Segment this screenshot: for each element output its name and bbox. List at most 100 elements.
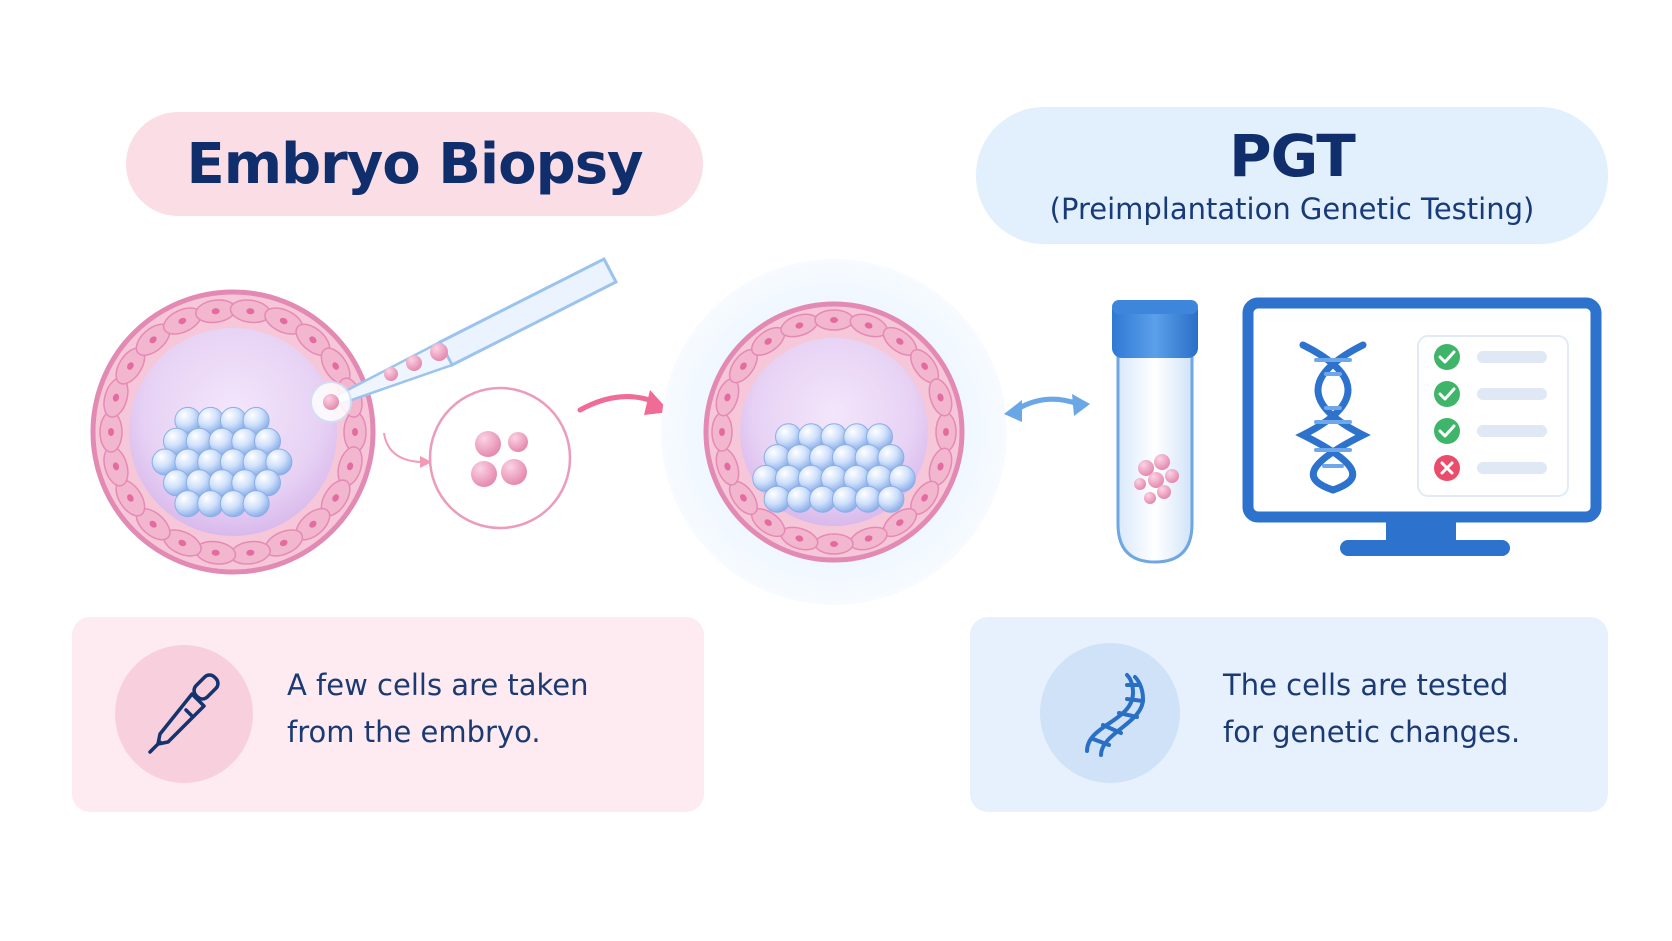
cell-nucleus <box>127 362 134 370</box>
inner-cell <box>197 490 225 518</box>
pipette-icon <box>148 673 220 754</box>
checklist-row <box>1434 344 1547 370</box>
pgt-caption: The cells are tested for genetic changes… <box>1223 662 1593 756</box>
pgt-caption-card: The cells are tested for genetic changes… <box>970 617 1608 812</box>
cell-nucleus <box>149 336 157 344</box>
extracted-cells-illustration <box>428 386 572 530</box>
cell-nucleus <box>724 462 731 471</box>
inner-cell <box>888 464 916 492</box>
pgt-subtitle: (Preimplantation Genetic Testing) <box>1049 191 1535 226</box>
checklist-row <box>1434 381 1547 407</box>
cell-nucleus <box>864 322 873 329</box>
inner-cell <box>242 490 270 518</box>
trophectoderm-cells <box>99 299 367 565</box>
pgt-caption-line-2: for genetic changes. <box>1223 715 1521 749</box>
check-icon <box>1434 418 1460 444</box>
inner-cell <box>854 485 882 513</box>
result-line <box>1477 425 1547 437</box>
cell-nucleus <box>719 428 725 436</box>
dna-icon-badge <box>1040 643 1180 783</box>
cell-nucleus <box>108 428 114 436</box>
dna-helix-icon <box>1295 341 1371 494</box>
cell-nucleus <box>896 338 904 345</box>
cell-nucleus <box>149 520 157 528</box>
embryo-biopsy-illustration <box>90 289 376 575</box>
embryo-biopsy-title: Embryo Biopsy <box>186 131 643 197</box>
cell-nucleus <box>279 539 288 547</box>
cell-nucleus <box>795 322 804 329</box>
cell-nucleus <box>764 519 772 526</box>
inner-cell-mass <box>151 406 293 518</box>
check-icon <box>1434 344 1460 370</box>
pgt-caption-line-1: The cells are tested <box>1223 668 1509 702</box>
cell-nucleus <box>211 308 220 315</box>
pipette-icon-badge <box>115 645 253 783</box>
cell-nucleus <box>795 535 804 542</box>
pink-arrow <box>577 390 670 415</box>
cell-nucleus <box>211 549 220 556</box>
biopsy-caption: A few cells are taken from the embryo. <box>287 662 687 756</box>
check-icon <box>1434 381 1460 407</box>
results-checklist <box>1434 344 1547 481</box>
cell-nucleus <box>279 317 288 325</box>
inner-cell <box>174 490 202 518</box>
cell-nucleus <box>937 393 944 402</box>
cell-nucleus <box>332 362 339 370</box>
cell-nucleus <box>332 494 339 502</box>
cell-nucleus <box>352 428 358 436</box>
cell-nucleus <box>246 549 255 556</box>
cell-nucleus <box>112 462 120 471</box>
embryo-biopsy-header: Embryo Biopsy <box>126 112 703 216</box>
cell-nucleus <box>921 494 928 502</box>
dna-icon <box>1085 673 1146 757</box>
cell-nucleus <box>921 362 928 370</box>
cell-nucleus <box>896 519 904 526</box>
inner-cell <box>786 485 814 513</box>
cell-nucleus <box>830 541 838 547</box>
cell-nucleus <box>127 494 134 502</box>
cell-nucleus <box>740 362 747 370</box>
cell-nucleus <box>864 535 873 542</box>
cell-nucleus <box>740 494 747 502</box>
cell-nucleus <box>943 428 949 436</box>
biopsy-caption-line-2: from the embryo. <box>287 715 541 749</box>
result-line <box>1477 462 1547 474</box>
cell-nucleus <box>309 336 317 344</box>
cell-nucleus <box>246 308 255 315</box>
inner-cell <box>265 448 293 476</box>
biopsy-caption-card: A few cells are taken from the embryo. <box>72 617 704 812</box>
inner-cell-mass <box>752 423 916 513</box>
cell-nucleus <box>178 539 187 547</box>
inner-cell <box>219 490 247 518</box>
test-tube-icon <box>1112 300 1198 564</box>
inner-cell <box>877 444 905 472</box>
inner-cell <box>877 485 905 513</box>
cell-nucleus <box>112 393 120 402</box>
inner-cell <box>809 485 837 513</box>
inner-cell <box>254 469 281 497</box>
biopsy-caption-line-1: A few cells are taken <box>287 668 589 702</box>
biopsy-pipette <box>310 256 619 423</box>
result-line <box>1477 388 1547 400</box>
checklist-row <box>1434 418 1547 444</box>
cell-nucleus <box>724 393 731 402</box>
cell-nucleus <box>830 317 838 323</box>
cell-nucleus <box>309 520 317 528</box>
pgt-header: PGT (Preimplantation Genetic Testing) <box>976 107 1608 244</box>
checklist-row <box>1434 455 1547 481</box>
cells-in-tube <box>1134 454 1179 504</box>
cell-nucleus <box>346 462 354 471</box>
cell-nucleus <box>937 462 944 471</box>
inner-cell <box>242 406 270 434</box>
result-line <box>1477 351 1547 363</box>
inner-cell <box>254 427 281 455</box>
pgt-title: PGT <box>1229 121 1356 190</box>
cell-nucleus <box>178 317 187 325</box>
inner-cell <box>866 423 893 451</box>
double-arrow <box>1004 394 1090 422</box>
trophectoderm-cells <box>711 309 957 555</box>
cell-nucleus <box>764 338 772 345</box>
inner-cell <box>831 485 859 513</box>
